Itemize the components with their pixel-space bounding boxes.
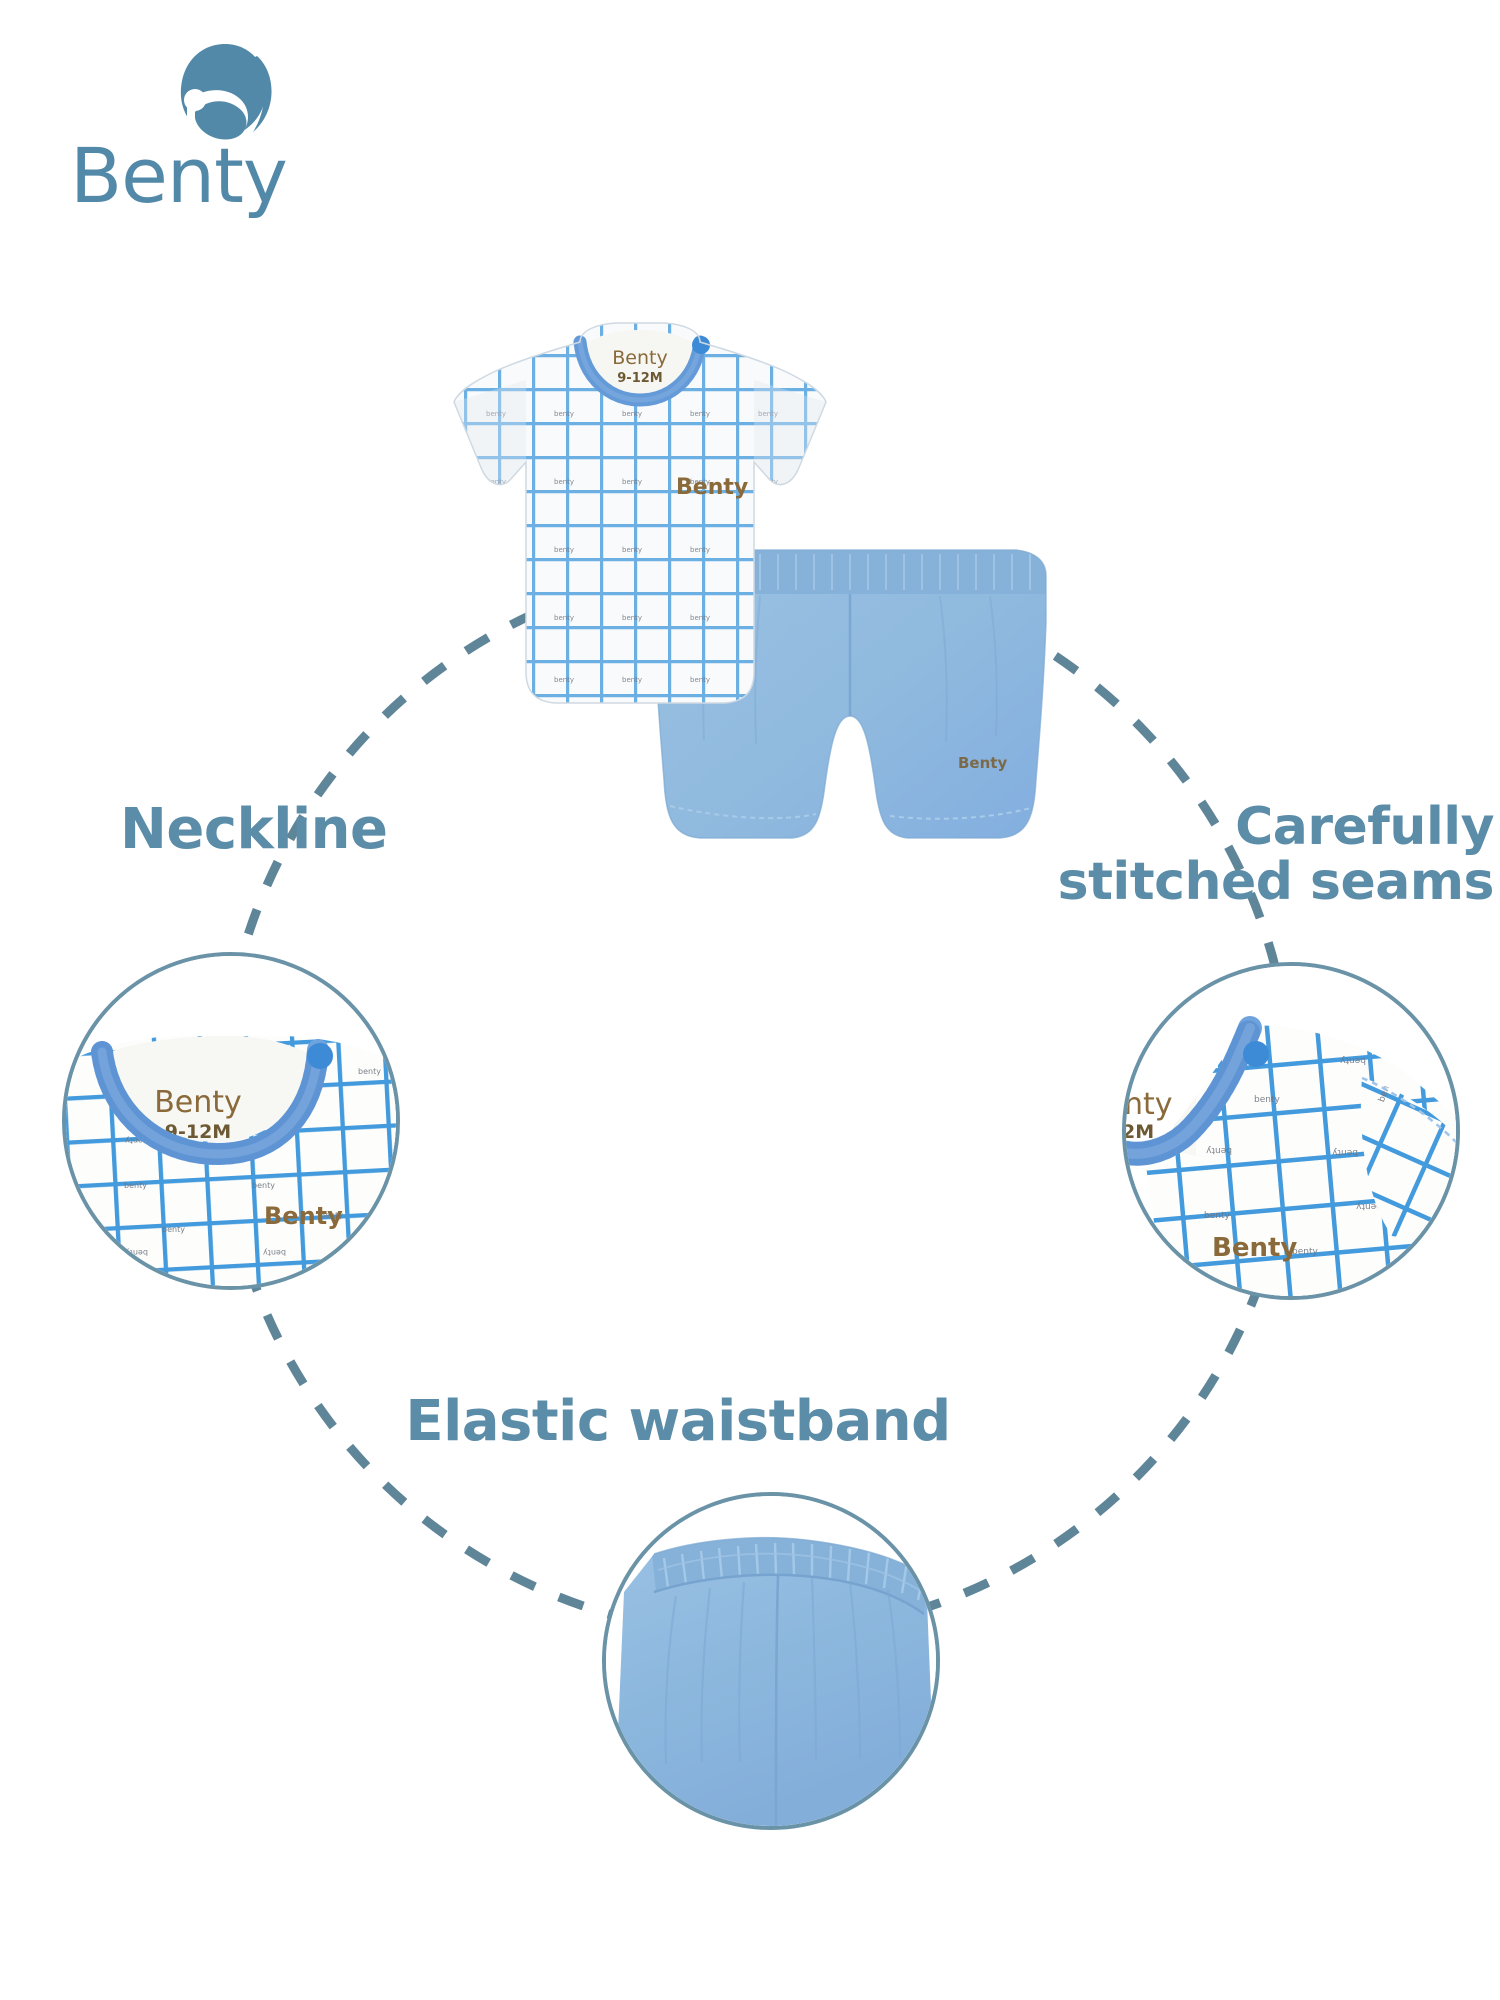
svg-text:benty: benty (486, 546, 506, 554)
svg-text:benty: benty (622, 546, 642, 554)
neckline-tag-brand: Benty (154, 1085, 242, 1120)
waistband-closeup (606, 1496, 936, 1826)
detail-circle-waistband (602, 1492, 940, 1830)
svg-text:benty: benty (758, 614, 778, 622)
shorts-hip-print: Benty (958, 754, 1007, 772)
feature-label-waistband: Elastic waistband (0, 1389, 1500, 1454)
svg-text:benty: benty (554, 546, 574, 554)
svg-text:benty: benty (1254, 1095, 1280, 1105)
svg-text:benty: benty (690, 478, 710, 486)
product-tee: benty benty benty benty benty benty benty b… (453, 322, 827, 704)
brand-wordmark: Benty (70, 131, 288, 220)
feature-label-seams: Carefully stitched seams (1057, 797, 1495, 913)
neckline-chest-print: Benty (264, 1202, 343, 1230)
svg-text:benty: benty (1356, 1201, 1382, 1211)
svg-text:benty: benty (690, 546, 710, 554)
feature-label-waistband-text: Elastic waistband (405, 1389, 951, 1454)
svg-text:benty: benty (486, 676, 506, 684)
feature-label-seams-line1: Carefully (1235, 797, 1494, 857)
feature-label-neckline: Neckline (120, 797, 388, 862)
svg-text:benty: benty (554, 676, 574, 684)
svg-text:benty: benty (690, 676, 710, 684)
svg-text:benty: benty (486, 410, 506, 418)
seams-snap-button (1243, 1041, 1269, 1067)
svg-text:benty: benty (622, 478, 642, 486)
svg-text:benty: benty (554, 614, 574, 622)
brand-logo: Benty (70, 40, 370, 230)
svg-text:benty: benty (162, 1225, 185, 1234)
seams-closeup: benty benty benty benty benty benty bent… (1126, 966, 1456, 1296)
svg-text:benty: benty (1292, 1247, 1318, 1257)
product-flatlay: Benty benty benty benty benty (400, 320, 1100, 960)
svg-text:benty: benty (622, 614, 642, 622)
seams-chest-print: Benty (1212, 1233, 1297, 1263)
tee-chest-print: Benty (676, 475, 748, 500)
svg-text:benty: benty (486, 614, 506, 622)
svg-text:benty: benty (690, 410, 710, 418)
feature-label-seams-line2: stitched seams (1057, 852, 1495, 913)
svg-text:benty: benty (758, 410, 778, 418)
svg-text:benty: benty (124, 1181, 147, 1190)
svg-text:benty: benty (125, 1136, 148, 1145)
svg-text:benty: benty (622, 410, 642, 418)
svg-text:benty: benty (758, 546, 778, 554)
svg-text:benty: benty (554, 478, 574, 486)
svg-text:benty: benty (1204, 1211, 1230, 1221)
svg-text:benty: benty (125, 1248, 148, 1257)
detail-circle-seams: benty benty benty benty benty benty bent… (1122, 962, 1460, 1300)
neckline-snap-button (307, 1043, 333, 1069)
svg-text:benty: benty (554, 410, 574, 418)
detail-circle-neckline: benty benty benty benty benty benty bent… (62, 952, 400, 1290)
svg-text:benty: benty (263, 1248, 286, 1257)
svg-text:benty: benty (622, 676, 642, 684)
svg-text:benty: benty (1340, 1055, 1366, 1065)
svg-text:benty: benty (690, 614, 710, 622)
svg-text:benty: benty (1332, 1147, 1358, 1157)
svg-text:benty: benty (1206, 1145, 1232, 1155)
seams-tag-size: 2M (1126, 1121, 1154, 1143)
svg-text:benty: benty (486, 478, 506, 486)
svg-text:benty: benty (320, 1211, 343, 1220)
svg-text:benty: benty (358, 1067, 381, 1076)
mother-and-baby-mark-icon (165, 40, 285, 150)
shoulder-snap-button (692, 336, 710, 354)
tee-neck-tag-size: 9-12M (617, 371, 662, 386)
seams-tag-brand: nty (1126, 1087, 1173, 1122)
svg-text:benty: benty (758, 676, 778, 684)
tee-neck-tag-brand: Benty (612, 347, 667, 369)
svg-text:benty: benty (252, 1181, 275, 1190)
neckline-closeup: benty benty benty benty benty benty bent… (66, 956, 396, 1286)
